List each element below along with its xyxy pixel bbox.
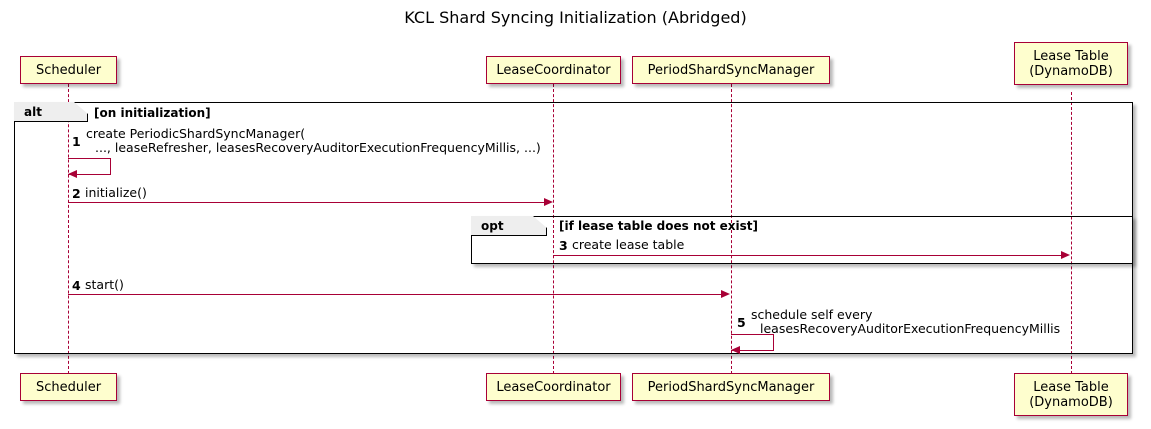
- participant-scheduler-top[interactable]: Scheduler: [20, 56, 117, 84]
- message-1-arrow-head: [68, 170, 77, 178]
- participant-lease-table-top-label-line2: (DynamoDB): [1029, 63, 1113, 79]
- message-3-line: [553, 255, 1062, 256]
- message-5-label-line2: leasesRecoveryAuditorExecutionFrequencyM…: [760, 321, 1061, 336]
- message-2-arrow-head: [544, 198, 553, 206]
- participant-period-shard-sync-manager-top[interactable]: PeriodShardSyncManager: [632, 56, 830, 84]
- message-5-self-loop: [731, 334, 774, 351]
- participant-scheduler-top-label: Scheduler: [35, 62, 102, 78]
- opt-frame-tab: opt: [471, 216, 547, 236]
- participant-lease-coordinator-top[interactable]: LeaseCoordinator: [486, 56, 621, 84]
- message-3-arrow-head: [1061, 251, 1070, 259]
- message-5-arrow-head: [731, 346, 740, 354]
- opt-frame: [471, 216, 1133, 264]
- alt-frame-tab: alt: [14, 102, 88, 122]
- message-4-arrow-head: [721, 290, 730, 298]
- message-5-number: 5: [737, 315, 746, 330]
- lifeline-lease-coordinator: [553, 84, 554, 374]
- opt-frame-label: opt: [481, 218, 504, 233]
- lifeline-scheduler: [68, 84, 69, 374]
- opt-frame-condition: [if lease table does not exist]: [559, 219, 759, 233]
- message-5-label-line1: schedule self every: [751, 307, 873, 322]
- alt-frame-condition: [on initialization]: [94, 106, 211, 120]
- participant-lease-table-bottom-label-line1: Lease Table: [1033, 379, 1109, 395]
- message-1-label-line1: create PeriodicShardSyncManager(: [86, 126, 306, 141]
- message-3-label: create lease table: [572, 237, 685, 252]
- participant-lease-table-top-label-line1: Lease Table: [1033, 48, 1109, 64]
- participant-lease-coordinator-bottom[interactable]: LeaseCoordinator: [486, 373, 621, 401]
- message-1-label-line2: ..., leaseRefresher, leasesRecoveryAudit…: [95, 140, 541, 155]
- participant-period-shard-sync-manager-top-label: PeriodShardSyncManager: [647, 62, 815, 78]
- participant-lease-coordinator-bottom-label: LeaseCoordinator: [496, 379, 611, 395]
- participant-lease-coordinator-top-label: LeaseCoordinator: [496, 62, 611, 78]
- alt-frame-label: alt: [24, 104, 42, 119]
- message-4-number: 4: [72, 278, 81, 293]
- message-2-line: [68, 202, 545, 203]
- participant-lease-table-bottom[interactable]: Lease Table (DynamoDB): [1014, 373, 1128, 416]
- message-2-label: initialize(): [85, 185, 147, 200]
- message-4-label: start(): [85, 277, 124, 292]
- lifeline-period-shard-sync-manager: [731, 84, 732, 374]
- participant-lease-table-bottom-label-line2: (DynamoDB): [1029, 394, 1113, 410]
- participant-lease-table-top[interactable]: Lease Table (DynamoDB): [1014, 42, 1128, 85]
- participant-period-shard-sync-manager-bottom[interactable]: PeriodShardSyncManager: [632, 373, 830, 401]
- message-2-number: 2: [72, 186, 81, 201]
- lifeline-lease-table: [1071, 92, 1072, 374]
- message-1-number: 1: [72, 134, 81, 149]
- diagram-title: KCL Shard Syncing Initialization (Abridg…: [404, 8, 747, 27]
- message-1-self-loop: [68, 158, 111, 175]
- participant-period-shard-sync-manager-bottom-label: PeriodShardSyncManager: [647, 379, 815, 395]
- message-4-line: [68, 294, 722, 295]
- participant-scheduler-bottom-label: Scheduler: [35, 379, 102, 395]
- participant-scheduler-bottom[interactable]: Scheduler: [20, 373, 117, 401]
- message-3-number: 3: [559, 238, 568, 253]
